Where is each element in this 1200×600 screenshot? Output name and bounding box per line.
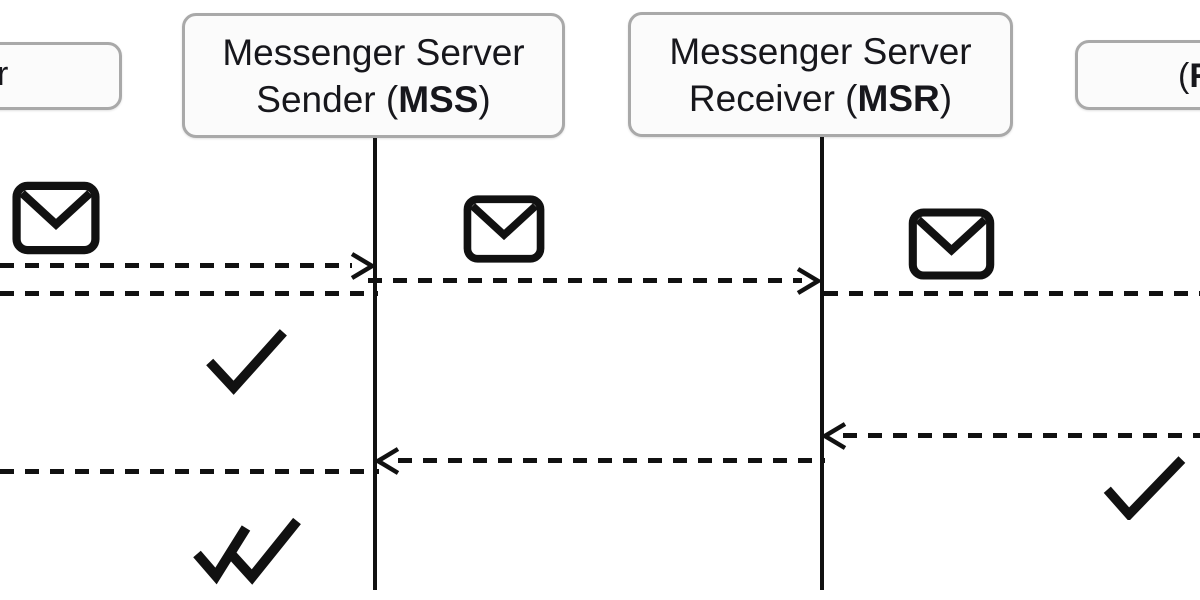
mss-label-line2-pre: Sender (: [256, 78, 399, 120]
mss-label-line2-post: ): [478, 78, 491, 120]
msr-label-line2: Receiver (MSR): [689, 75, 952, 122]
envelope-icon: [463, 195, 545, 263]
mss-label-line2: Sender (MSS): [256, 76, 490, 123]
participant-box-left-partial: [0, 42, 122, 110]
participant-right-label-bold: R: [1189, 57, 1200, 95]
mss-label-abbrev: MSS: [398, 78, 479, 120]
check-icon: [1103, 456, 1186, 520]
receipt-line-mss-to-left: [0, 469, 379, 474]
receipt-line-msr-to-mss: [398, 458, 825, 463]
envelope-icon: [908, 208, 995, 280]
arrowhead-left-icon: [822, 422, 847, 450]
arrowhead-left-icon: [375, 447, 400, 475]
participant-right-label: (R: [1178, 59, 1200, 93]
msr-label-line2-post: ): [939, 77, 953, 119]
receipt-line-right-to-msr: [843, 433, 1200, 438]
envelope-icon: [12, 181, 100, 255]
double-check-icon: [193, 517, 301, 585]
arrowhead-right-icon: [350, 252, 375, 280]
msr-lifeline: [820, 137, 824, 590]
participant-box-msr: Messenger Server Receiver (MSR): [628, 12, 1013, 137]
message-line-left-lower: [0, 291, 378, 296]
message-line-mss-to-msr: [368, 278, 802, 283]
message-line-left-to-mss: [0, 263, 352, 268]
message-line-msr-to-right: [824, 291, 1200, 296]
participant-box-mss: Messenger Server Sender (MSS): [182, 13, 565, 138]
arrowhead-right-icon: [796, 267, 821, 295]
participant-left-label: r: [0, 57, 8, 91]
msr-label-line1: Messenger Server: [669, 30, 972, 72]
check-icon: [206, 329, 287, 395]
msr-label-abbrev: MSR: [857, 77, 940, 119]
mss-lifeline: [373, 138, 377, 590]
participant-left-label-fragment: r: [0, 55, 9, 93]
participant-right-label-pre: (: [1178, 57, 1190, 95]
mss-label-line1: Messenger Server: [222, 31, 525, 73]
participant-box-right-partial: [1075, 40, 1200, 110]
msr-label-line2-pre: Receiver (: [688, 77, 858, 119]
